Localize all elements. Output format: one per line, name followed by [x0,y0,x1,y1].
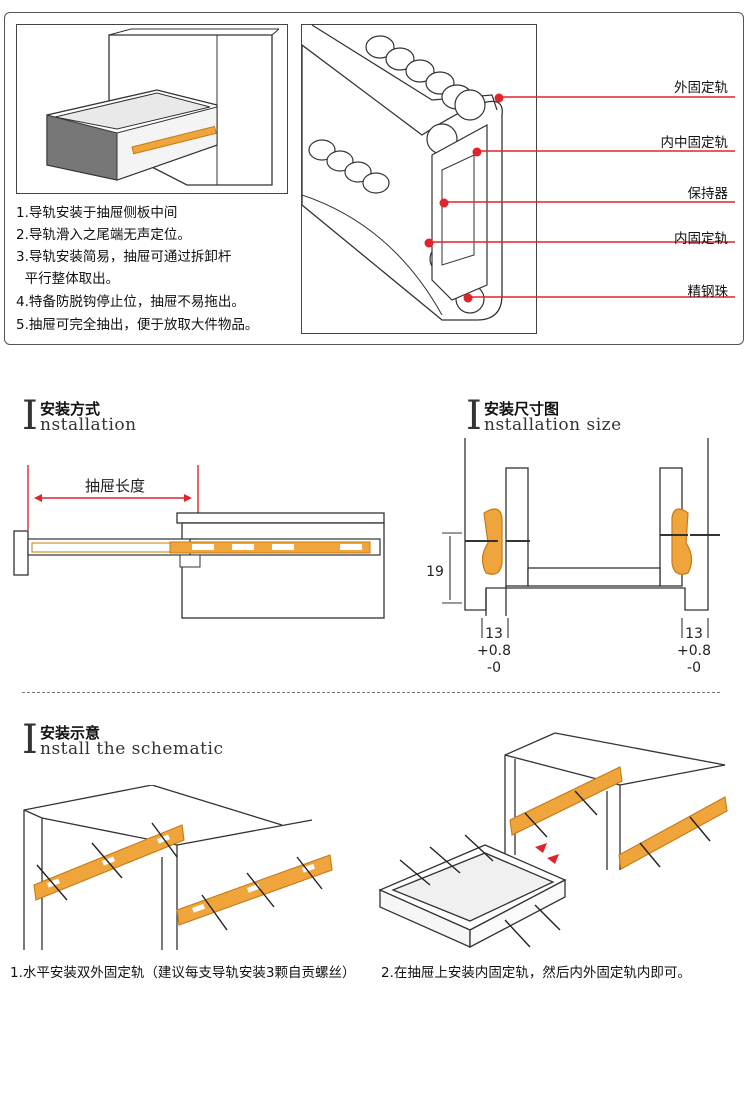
rail-cross-section-box [301,24,537,334]
callout-lines [428,96,735,298]
schematic-drawer-insert [378,732,728,949]
feature-note-3b: 平行整体取出。 [16,271,120,287]
size-title-cn: 安装尺寸图 [484,400,560,418]
size-diagram [442,438,720,638]
title-initial-i: I [22,717,38,763]
title-initial-i: I [466,393,482,439]
feature-note-4: 4.特备防脱钩停止位，抽屉不易拖出。 [16,294,245,310]
drawer-illustration-box [16,24,288,194]
installation-title-en: nstallation [40,415,137,435]
dim-plus-right: +0.8 [677,643,711,659]
schematic-title-cn: 安装示意 [40,724,101,742]
part-label-retainer: 保持器 [687,186,729,202]
dim-plus-left: +0.8 [477,643,511,659]
dim-minus-left: -0 [487,660,501,676]
dim-19: 19 [426,564,444,580]
section-divider [22,692,720,693]
drawer-illustration [46,28,280,186]
schematic-cabinet-rails [23,785,333,950]
schematic-step-1: 1.水平安装双外固定轨（建议每支导轨安装3颗自贡螺丝） [10,965,356,981]
feature-panel [4,12,744,345]
part-label-steel-ball: 精钢珠 [687,284,729,300]
dim-13-right: 13 [685,626,703,642]
feature-note-2: 2.导轨滑入之尾端无声定位。 [16,227,191,243]
part-label-inner-rail: 内固定轨 [674,231,728,247]
schematic-step-2: 2.在抽屉上安装内固定轨，然后内外固定轨内即可。 [381,965,691,981]
size-title-en: nstallation size [484,415,622,435]
feature-note-3: 3.导轨安装简易，抽屉可通过拆卸杆 [16,249,232,265]
feature-note-1: 1.导轨安装于抽屉侧板中间 [16,205,178,221]
part-label-middle-rail: 内中固定轨 [660,135,729,151]
schematic-title-en: nstall the schematic [40,739,224,759]
drawer-length-label: 抽屉长度 [84,477,145,495]
part-label-outer-rail: 外固定轨 [674,80,728,96]
rail-cross-section [301,24,504,321]
dim-13-left: 13 [485,626,503,642]
installation-diagram [13,465,385,619]
feature-note-5: 5.抽屉可完全抽出，便于放取大件物品。 [16,317,259,333]
dim-minus-right: -0 [687,660,701,676]
installation-title-cn: 安装方式 [40,400,101,418]
title-initial-i: I [22,393,38,439]
